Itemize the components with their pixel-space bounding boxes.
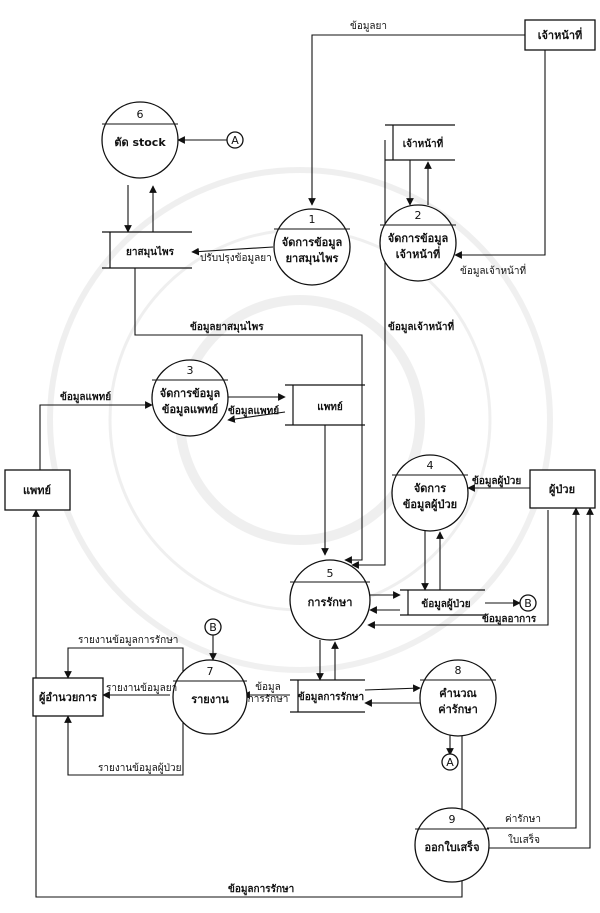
label-herb-data: ข้อมูลยาสมุนไพร (190, 320, 264, 334)
connector-b-right-label: B (524, 597, 532, 610)
process-1-number: 1 (309, 213, 316, 226)
process-7-report: 7 รายงาน (172, 659, 248, 735)
process-6-title: ตัด stock (114, 136, 166, 149)
entity-staff: เจ้าหน้าที่ (524, 19, 596, 51)
label-report-treatment: รายงานข้อมูลการรักษา (78, 634, 178, 646)
label-treat-data-1: ข้อมูล (255, 681, 281, 693)
process-1-title-2: ยาสมุนไพร (286, 251, 339, 266)
flow-treat-to-p8 (364, 684, 421, 693)
connector-a-top-label: A (231, 134, 239, 147)
label-doctor-data-in: ข้อมูลแพทย์ (60, 391, 111, 404)
entity-doctor: แพทย์ (4, 469, 71, 511)
label-report-med: รายงานข้อมูลยา (106, 682, 177, 694)
process-6-stock: 6 ตัด stock (101, 101, 179, 179)
datastore-herb: ยาสมุนไพร (102, 231, 192, 269)
flow-doctor-ds-to-p3 (227, 411, 286, 423)
datastore-staff: เจ้าหน้าที่ (385, 124, 455, 161)
entity-doctor-label: แพทย์ (23, 484, 51, 497)
connector-b-left: B (204, 618, 222, 636)
flow-receipt (489, 507, 594, 849)
process-5-title: การรักษา (308, 596, 353, 609)
flow-herb-data (134, 268, 363, 564)
label-fee: ค่ารักษา (505, 814, 541, 825)
datastore-treatment: ข้อมูลการรักษา (290, 679, 365, 713)
datastore-doctor-label: แพทย์ (317, 401, 343, 413)
entity-patient: ผู้ป่วย (529, 469, 596, 509)
label-report-patient: รายงานข้อมูลผู้ป่วย (98, 762, 181, 774)
process-9-title: ออกใบเสร็จ (424, 840, 479, 854)
entity-director-label: ผู้อำนวยการ (39, 691, 97, 705)
connector-a-bottom: A (441, 753, 459, 771)
entity-staff-label: เจ้าหน้าที่ (538, 27, 583, 42)
label-treatment-bottom: ข้อมูลการรักษา (228, 883, 294, 896)
flow-staff-data-in (454, 50, 546, 259)
datastore-patient: ข้อมูลผู้ป่วย (400, 589, 485, 616)
process-2-title-2: เจ้าหน้าที่ (396, 246, 441, 261)
process-9-number: 9 (449, 813, 456, 826)
process-1-herb: 1 จัดการข้อมูล ยาสมุนไพร (273, 208, 351, 286)
flow-report-patient (64, 705, 184, 776)
datastore-treatment-label: ข้อมูลการรักษา (298, 691, 364, 704)
label-doctor-data-ds: ข้อมูลแพทย์ (228, 405, 279, 418)
process-3-title-2: ข้อมูลแพทย์ (162, 403, 218, 417)
flow-fee (487, 507, 580, 829)
process-1-title-1: จัดการข้อมูล (282, 236, 343, 250)
flow-symptom (367, 510, 549, 629)
process-3-doctor: 3 จัดการข้อมูล ข้อมูลแพทย์ (151, 359, 229, 437)
datastore-staff-label: เจ้าหน้าที่ (403, 136, 444, 150)
process-4-patient: 4 จัดการ ข้อมูลผู้ป่วย (391, 454, 469, 532)
entity-director: ผู้อำนวยการ (32, 677, 104, 717)
label-update-drug: ปรับปรุงข้อมูลยา (200, 252, 272, 264)
connector-b-left-label: B (209, 621, 217, 634)
connector-a-bottom-label: A (446, 756, 454, 769)
process-3-number: 3 (187, 364, 194, 377)
label-staff-data-in: ข้อมูลเจ้าหน้าที่ (460, 263, 526, 277)
process-3-title-1: จัดการข้อมูล (160, 387, 221, 401)
process-9-receipt: 9 ออกใบเสร็จ (414, 807, 490, 883)
datastore-herb-label: ยาสมุนไพร (126, 245, 175, 258)
label-receipt: ใบเสร็จ (508, 832, 540, 846)
process-4-number: 4 (427, 459, 434, 472)
entity-patient-label: ผู้ป่วย (549, 483, 575, 497)
process-8-title-1: คำนวณ (439, 687, 477, 700)
process-8-number: 8 (455, 664, 462, 677)
process-7-title: รายงาน (191, 693, 229, 706)
process-6-number: 6 (137, 108, 144, 121)
process-2-title-1: จัดการข้อมูล (388, 232, 449, 246)
process-8-title-2: ค่ารักษา (438, 703, 478, 716)
flow-staff-data-out (351, 140, 386, 569)
label-treat-data-2: การรักษา (248, 694, 289, 705)
process-5-number: 5 (327, 567, 334, 580)
flow-report-treatment (64, 647, 184, 685)
flow-doctor-data-in (39, 401, 153, 470)
process-4-title-1: จัดการ (414, 482, 446, 495)
flow-update-drug (191, 246, 274, 256)
process-2-staff: 2 จัดการข้อมูล เจ้าหน้าที่ (379, 204, 457, 282)
process-7-number: 7 (207, 665, 214, 678)
connector-a-top: A (226, 131, 244, 149)
label-drug-data: ข้อมูลยา (350, 20, 387, 32)
process-2-number: 2 (415, 209, 422, 222)
datastore-doctor: แพทย์ (285, 384, 365, 426)
process-8-fee: 8 คำนวณ ค่ารักษา (419, 659, 497, 737)
label-patient-data: ข้อมูลผู้ป่วย (472, 475, 521, 488)
label-staff-data-out: ข้อมูลเจ้าหน้าที่ (388, 319, 454, 334)
process-5-treatment: 5 การรักษา (289, 559, 371, 641)
flow-drug-data (308, 34, 525, 206)
process-4-title-2: ข้อมูลผู้ป่วย (403, 498, 457, 512)
connector-b-right: B (519, 594, 537, 612)
datastore-patient-label: ข้อมูลผู้ป่วย (421, 598, 470, 611)
label-symptom: ข้อมูลอาการ (482, 613, 537, 626)
